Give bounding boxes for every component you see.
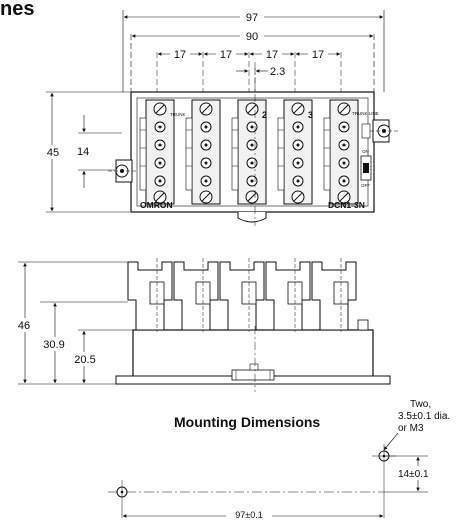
plug-1	[127, 258, 173, 332]
hole-note-line-2: 3.5±0.1 dia.	[398, 411, 450, 422]
dim-20-5: 20.5	[74, 354, 95, 366]
dim-97-tol: 97±0.1	[235, 510, 262, 520]
mounting-ear-right	[370, 119, 398, 143]
switch-on-label: ON	[362, 149, 369, 154]
plug-5	[311, 258, 357, 332]
dim-97: 97	[246, 12, 258, 24]
connector-block-4	[277, 99, 313, 205]
brand-logo: OMRON	[140, 200, 173, 210]
dim-30-9: 30.9	[43, 339, 64, 351]
dip-switch: ON OFF	[360, 149, 372, 188]
hole-note-line-3: or M3	[398, 423, 424, 434]
mounting-hole-left	[108, 480, 384, 518]
dim-17-b: 17	[220, 49, 232, 61]
pitch-dims: 17 17 17 17	[157, 47, 341, 61]
connector-block-3	[231, 99, 267, 205]
side-view: 46 30.9 20.5	[13, 258, 391, 392]
hole-note-line-1: Two,	[410, 399, 431, 410]
dim-45: 45	[47, 147, 59, 159]
connector-number-3: 3	[308, 110, 313, 120]
dim-2-3: 2.3	[270, 66, 285, 78]
plug-4	[265, 258, 311, 332]
mounting-dimensions: Mounting Dimensions Two, 3.5±0.1 dia. or…	[108, 399, 450, 520]
dim-46: 46	[18, 320, 30, 332]
dim-90: 90	[246, 31, 258, 43]
section-title: Mounting Dimensions	[174, 414, 320, 430]
connector-block-5	[323, 99, 359, 205]
heading-fragment: nes	[0, 0, 34, 20]
dim-14: 14	[77, 146, 89, 158]
label-trunk-line-top: TRUNK LINE	[352, 111, 379, 116]
dim-17-a: 17	[174, 49, 186, 61]
plug-2	[173, 258, 219, 332]
dim-17-c: 17	[266, 49, 278, 61]
mounting-ear-left	[108, 159, 136, 183]
connector-block-1	[139, 99, 175, 205]
label-trunk: TRUNK	[170, 112, 186, 117]
dim-14-tol: 14±0.1	[398, 469, 429, 480]
connector-number-2: 2	[262, 110, 267, 120]
dim-17-d: 17	[312, 49, 324, 61]
connector-block-2	[185, 99, 221, 205]
mounting-hole-right	[372, 444, 396, 518]
top-view: 97 90 17 17 17 17 2.3 45	[44, 9, 398, 226]
switch-off-label: OFF	[361, 183, 370, 188]
plug-3	[219, 258, 265, 332]
model-number: DCN1-3N	[328, 200, 365, 210]
